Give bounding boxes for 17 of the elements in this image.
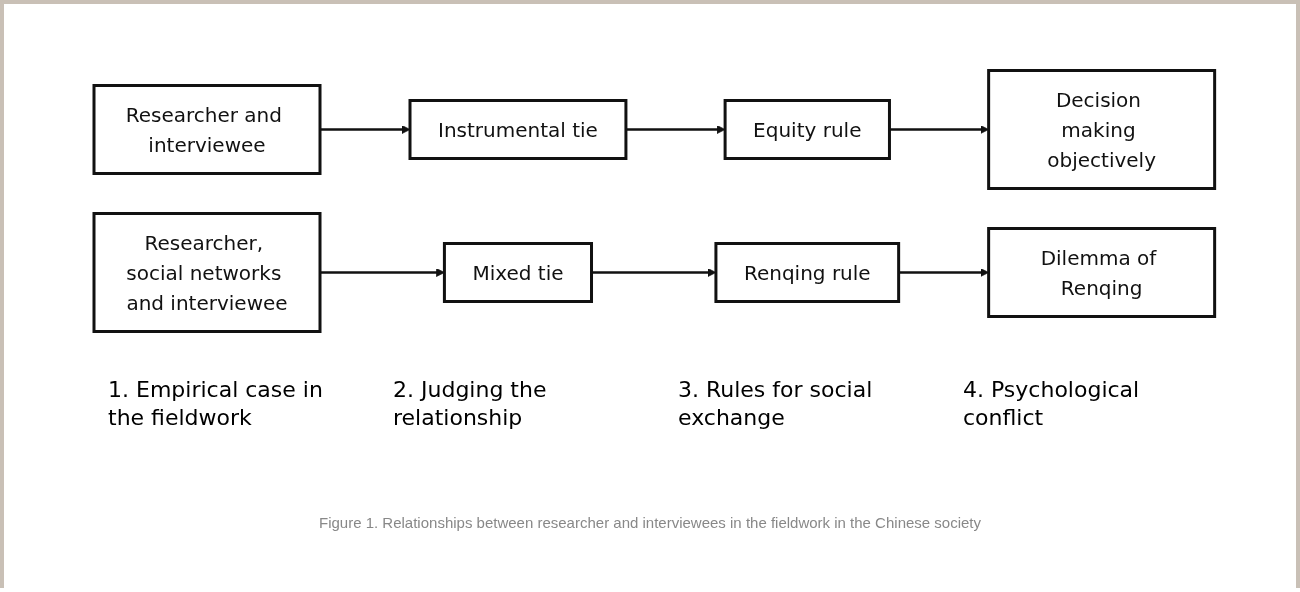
arrow [889,125,989,134]
node-box: Decision making objectively [986,69,1216,190]
arrow [319,268,445,277]
column-heading: 1. Empirical case in the fieldwork [107,376,324,431]
node-box: Equity rule [723,99,891,160]
arrow [591,268,716,277]
node-box: Mixed tie [442,242,593,303]
figure-caption: Figure 1. Relationships between researcher and interviewees in the fieldwork in the Chinese society [318,514,982,531]
node-box: Instrumental tie [408,99,628,160]
column-heading: 2. Judging the relationship [392,376,548,431]
node-box: Researcher and interviewee [92,84,322,175]
arrow [898,268,989,277]
node-box: Researcher, social networks and interviewee [92,212,322,333]
node-box: Dilemma of Renqing [986,227,1216,318]
column-heading: 3. Rules for social exchange [677,376,874,431]
column-heading: 4. Psychological conflict [962,376,1141,431]
node-box: Renqing rule [714,242,900,303]
